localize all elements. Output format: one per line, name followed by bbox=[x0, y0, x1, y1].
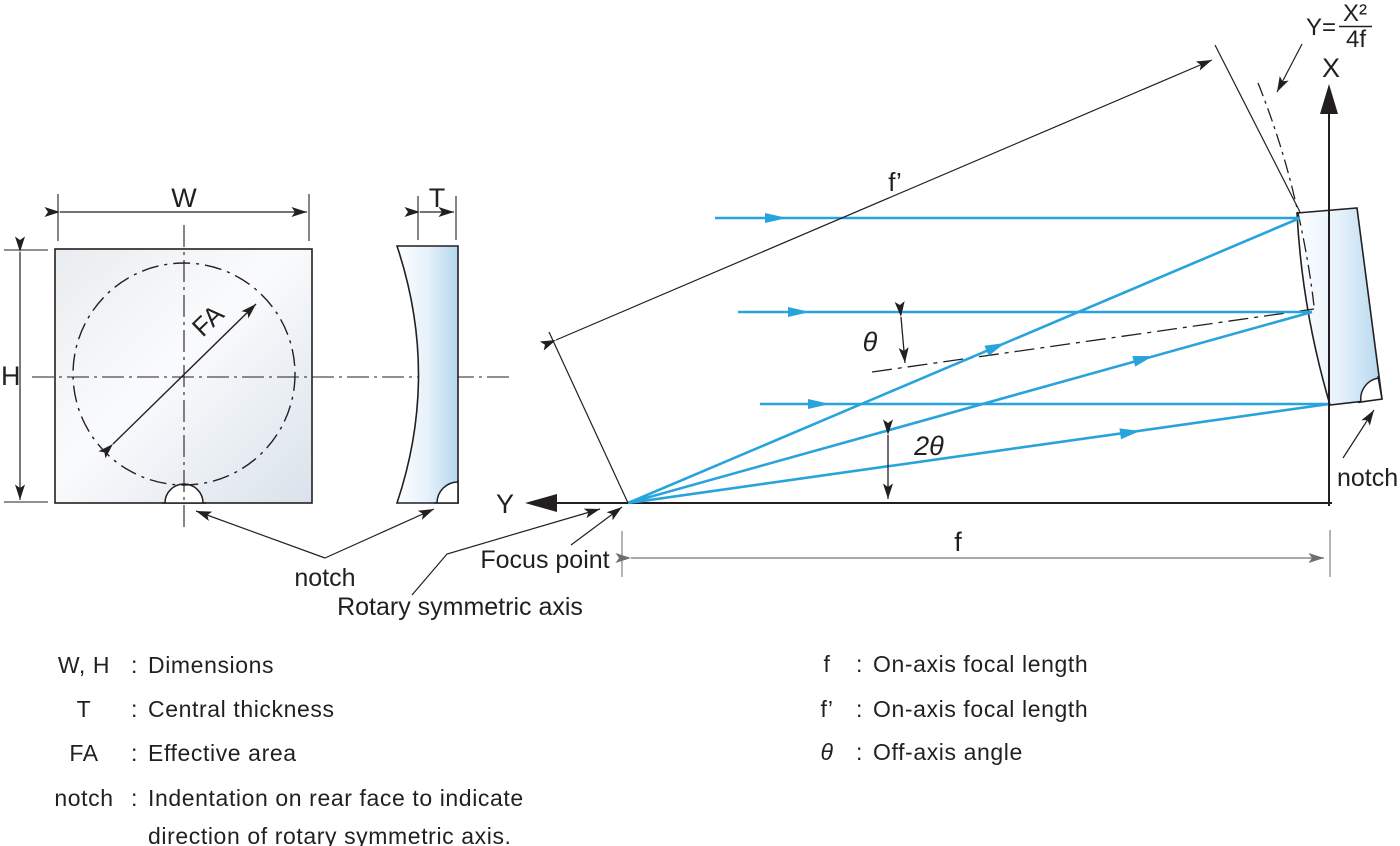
effective-area-circle bbox=[72, 262, 296, 486]
y-axis-arrowhead bbox=[525, 494, 557, 512]
legend-row-notch: notch : Indentation on rear face to indi… bbox=[45, 785, 524, 846]
legend-row-f-prime: f’ : On-axis focal length bbox=[806, 696, 1088, 723]
legend-separator: : bbox=[131, 785, 138, 811]
incoming-ray-top-arrowhead bbox=[765, 213, 787, 223]
legend-row-theta: θ : Off-axis angle bbox=[806, 739, 1023, 766]
mirror-side-profile bbox=[395, 245, 459, 504]
parabola-curve bbox=[1257, 82, 1315, 307]
legend-desc: Off-axis angle bbox=[873, 739, 1023, 765]
legend-term: f bbox=[823, 651, 831, 677]
legend-row-f: f : On-axis focal length bbox=[806, 651, 1088, 678]
legend-desc: Central thickness bbox=[148, 696, 335, 722]
reflected-ray-middle bbox=[627, 310, 1313, 505]
reflected-ray-middle-arrowhead bbox=[1132, 356, 1153, 367]
legend-term: θ bbox=[820, 739, 834, 765]
legend-term: FA bbox=[69, 740, 99, 766]
on-axis-focal-label: f bbox=[954, 527, 962, 557]
rotary-axis-label: Rotary symmetric axis bbox=[337, 593, 583, 621]
y-axis-label: Y bbox=[496, 489, 514, 519]
legend-term: notch bbox=[54, 785, 114, 811]
legend-separator: : bbox=[131, 740, 138, 766]
legend-term: T bbox=[76, 696, 92, 722]
reflected-ray-bottom bbox=[627, 402, 1330, 505]
two-theta-label: 2θ bbox=[913, 431, 944, 461]
parabola-formula: Y= X² 4f bbox=[1276, 0, 1372, 93]
side-notch-arc bbox=[436, 481, 459, 504]
front-notch-fill bbox=[165, 484, 203, 503]
incoming-ray-bottom-arrowhead bbox=[808, 399, 830, 409]
formula-denominator: 4f bbox=[1346, 26, 1366, 53]
legend-separator: : bbox=[131, 696, 138, 722]
rotary-axis-dashdot bbox=[871, 308, 1315, 373]
reflected-ray-top bbox=[627, 216, 1301, 505]
thickness-label: T bbox=[429, 183, 446, 213]
notch-pointer-right bbox=[324, 508, 435, 559]
oap-mirror-element bbox=[1296, 207, 1383, 406]
theta-angle-arrow bbox=[894, 301, 909, 364]
mirror-notch-fill bbox=[1360, 378, 1382, 402]
legend-desc: Dimensions bbox=[148, 652, 275, 678]
incoming-ray-middle-arrowhead bbox=[788, 307, 810, 317]
reflected-ray-top-arrowhead bbox=[984, 343, 1005, 356]
legend-separator: : bbox=[856, 696, 863, 722]
legend-desc: On-axis focal length bbox=[873, 696, 1089, 722]
legend-separator: : bbox=[131, 652, 138, 678]
focus-point-pointer bbox=[570, 506, 623, 546]
formula-lhs: Y= bbox=[1306, 14, 1336, 41]
theta-label: θ bbox=[863, 327, 878, 357]
fprime-dimension-line bbox=[539, 59, 1213, 351]
notch-pointer-left bbox=[195, 510, 326, 559]
legend-desc: Indentation on rear face to indicate dir… bbox=[148, 785, 524, 846]
height-label: H bbox=[1, 361, 21, 391]
front-view: FA W H bbox=[1, 183, 510, 529]
legend-desc: Effective area bbox=[148, 740, 297, 766]
mirror-notch-pointer bbox=[1342, 409, 1375, 459]
side-view: T bbox=[395, 183, 459, 504]
left-callouts: notch Rotary symmetric axis Focus point bbox=[195, 506, 623, 621]
legend-row-effective-area: FA : Effective area bbox=[45, 740, 297, 767]
legend-term: W, H bbox=[57, 652, 111, 678]
fprime-ext-focus bbox=[548, 331, 629, 504]
fprime-ext-mirror bbox=[1214, 44, 1301, 213]
reflected-ray-bottom-arrowhead bbox=[1119, 428, 1140, 440]
ray-diagram: Y X Y= bbox=[496, 0, 1398, 577]
legend-row-thickness: T : Central thickness bbox=[45, 696, 335, 723]
formula-numerator: X² bbox=[1343, 0, 1367, 27]
legend-row-dimensions: W, H : Dimensions bbox=[45, 652, 274, 679]
formula-pointer bbox=[1276, 43, 1303, 93]
mirror-notch-arc bbox=[1360, 377, 1380, 403]
legend-term: f’ bbox=[820, 696, 834, 722]
rotary-axis-pointer bbox=[411, 508, 601, 596]
x-axis-arrowhead bbox=[1320, 84, 1338, 114]
width-label: W bbox=[171, 183, 197, 213]
mirror-rear-edge bbox=[1377, 375, 1383, 400]
notch-label-left: notch bbox=[294, 564, 355, 592]
effective-area-diameter-arrow bbox=[98, 303, 257, 459]
mirror-bottom-edge bbox=[1357, 398, 1383, 404]
off-axis-focal-label: f’ bbox=[888, 167, 901, 197]
legend-desc-line2: direction of rotary symmetric axis. bbox=[148, 823, 512, 846]
side-notch-fill bbox=[437, 482, 458, 503]
focus-point-label: Focus point bbox=[480, 546, 609, 574]
legend-separator: : bbox=[856, 651, 863, 677]
legend-desc: On-axis focal length bbox=[873, 651, 1089, 677]
legend-separator: : bbox=[856, 739, 863, 765]
x-axis-label: X bbox=[1322, 53, 1340, 83]
legend-desc-line1: Indentation on rear face to indicate bbox=[148, 785, 524, 811]
notch-label-right: notch bbox=[1337, 464, 1398, 492]
